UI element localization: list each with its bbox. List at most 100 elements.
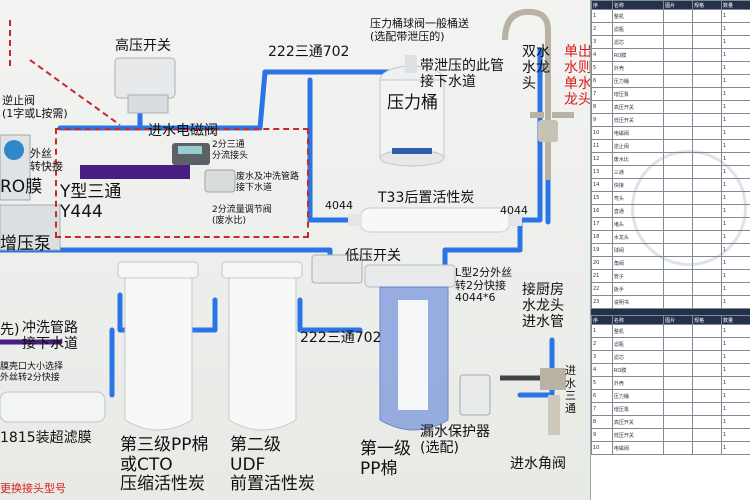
parts-cell: 22: [591, 282, 613, 296]
label-fitting-left: 4044: [325, 199, 353, 212]
parts-cell: 1: [721, 337, 750, 351]
parts-cell: [663, 48, 694, 62]
label-uf-membrane: 1815装超滤膜: [0, 430, 92, 446]
t33-filter-icon: [348, 207, 522, 233]
parts-cell: [692, 87, 723, 101]
parts-cell: [663, 269, 694, 283]
parts-cell: [663, 363, 694, 377]
parts-cell: 1: [721, 295, 750, 309]
parts-cell: 高压开关: [611, 415, 665, 429]
parts-cell: 1: [721, 74, 750, 88]
label-faucet-note: 单出 水则 单水 龙头: [564, 44, 592, 109]
parts-cell: 6: [591, 389, 613, 403]
parts-cell: 4: [591, 48, 613, 62]
pressure-tank-icon: [379, 55, 445, 167]
high-pressure-switch-icon: [114, 57, 176, 114]
parts-cell: [692, 363, 723, 377]
parts-cell: 1: [591, 324, 613, 338]
parts-cell: 滤瓶: [611, 337, 665, 351]
parts-cell: 增压泵: [611, 87, 665, 101]
parts-cell: 电磁阀: [611, 126, 665, 140]
parts-cell: 1: [721, 61, 750, 75]
label-ro-membrane: RO膜: [0, 177, 43, 197]
solenoid-valve-icon: [80, 143, 236, 193]
parts-cell: 1: [721, 389, 750, 403]
watermark: [631, 150, 747, 266]
parts-cell: 滤芯: [611, 35, 665, 49]
label-fitting-right: 4044: [500, 204, 528, 217]
parts-cell: 整机: [611, 9, 665, 23]
label-flow-note: 2分流量调节阀 (废水比): [212, 205, 272, 227]
solenoid-zone-frame: [55, 128, 309, 238]
parts-cell: [663, 389, 694, 403]
parts-cell: 19: [591, 243, 613, 257]
parts-cell: 压力桶: [611, 389, 665, 403]
parts-cell: [663, 126, 694, 140]
label-angle-valve: 进水角阀: [510, 456, 566, 472]
parts-cell: 2: [591, 337, 613, 351]
label-t33: T33后置活性炭: [378, 190, 475, 206]
parts-cell: 9: [591, 113, 613, 127]
label-high-pressure-switch: 高压开关: [115, 38, 171, 54]
parts-cell: 1: [721, 139, 750, 153]
parts-cell: 4: [591, 363, 613, 377]
label-check-valve: 逆止阀 (1字或L按需): [2, 94, 68, 120]
label-booster-pump: 增压泵: [0, 234, 51, 254]
parts-cell: 6: [591, 74, 613, 88]
pipe-right-vertical: [517, 47, 543, 223]
parts-cell: [692, 74, 723, 88]
parts-cell: [663, 35, 694, 49]
parts-cell: 1: [721, 363, 750, 377]
parts-cell: 1: [721, 9, 750, 23]
parts-cell: 10: [591, 126, 613, 140]
parts-cell: [663, 9, 694, 23]
parts-cell: 20: [591, 256, 613, 270]
parts-cell: 8: [591, 415, 613, 429]
booster-pump-icon: [0, 204, 61, 251]
parts-cell: [692, 282, 723, 296]
parts-cell: [663, 87, 694, 101]
label-outer-thread: 外丝 转快接: [30, 147, 63, 173]
parts-cell: 14: [591, 178, 613, 192]
parts-cell: [663, 428, 694, 442]
label-plus-text: 先): [0, 322, 20, 338]
label-stage1: 第一级 PP棉: [360, 439, 411, 479]
parts-cell: [663, 74, 694, 88]
parts-cell: 21: [591, 269, 613, 283]
label-tee-bottom: 222三通702: [300, 330, 382, 346]
parts-cell: [663, 350, 694, 364]
parts-cell: 管子: [611, 269, 665, 283]
parts-cell: 12: [591, 152, 613, 166]
parts-cell: 低压开关: [611, 428, 665, 442]
parts-cell: 外壳: [611, 376, 665, 390]
low-pressure-switch-icon: [311, 254, 363, 284]
parts-cell: 1: [721, 376, 750, 390]
parts-cell: 11: [591, 139, 613, 153]
parts-cell: [692, 376, 723, 390]
label-y-tee: Y型三通 Y444: [60, 182, 122, 222]
parts-cell: [692, 415, 723, 429]
angle-valve-icon: [459, 368, 566, 435]
parts-cell: 整机: [611, 324, 665, 338]
parts-cell: 电磁阀: [611, 441, 665, 455]
stage3-filter-icon: [117, 261, 199, 431]
parts-cell: 16: [591, 204, 613, 218]
parts-cell: [692, 100, 723, 114]
parts-cell: [663, 282, 694, 296]
parts-cell: 3: [591, 35, 613, 49]
